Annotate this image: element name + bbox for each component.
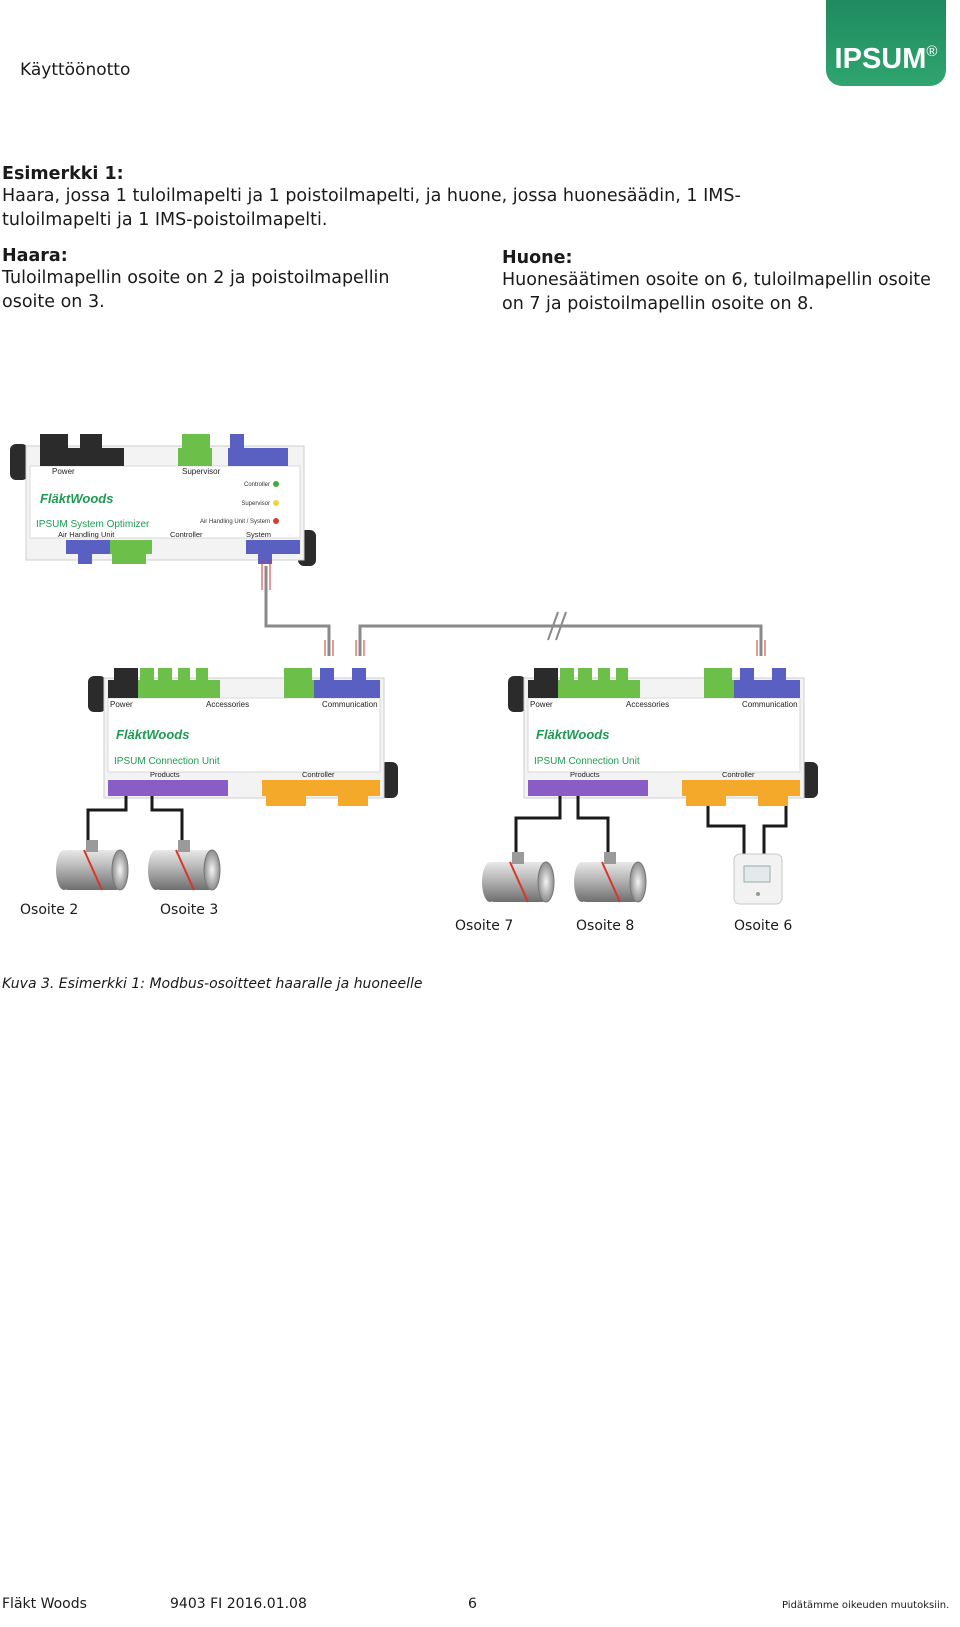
- led-label-controller: Controller: [244, 482, 270, 488]
- footer-doc-number: 9403 FI 2016.01.08: [170, 1596, 307, 1612]
- unit-right-label-power: Power: [530, 700, 553, 709]
- ipsum-logo: IPSUM®: [826, 0, 946, 86]
- figure-caption: Kuva 3. Esimerkki 1: Modbus-osoitteet ha…: [2, 976, 423, 992]
- led-label-ahu-system: Air Handling Unit / System: [200, 519, 270, 525]
- branch-text: Tuloilmapellin osoite on 2 ja poistoilma…: [2, 268, 390, 312]
- example-intro: Esimerkki 1: Haara, jossa 1 tuloilmapelt…: [2, 164, 842, 232]
- system-optimizer: Power Supervisor FläktWoods IPSUM System…: [10, 434, 316, 566]
- damper-8-icon: [574, 852, 647, 903]
- registered-mark: ®: [926, 43, 938, 60]
- optimizer-label-supervisor: Supervisor: [182, 467, 221, 476]
- optimizer-label-ahu: Air Handling Unit: [58, 530, 115, 539]
- led-label-supervisor: Supervisor: [241, 501, 270, 507]
- address-label-8: Osoite 8: [576, 918, 635, 934]
- unit-left-label-products: Products: [150, 770, 180, 779]
- modbus-diagram: Power Supervisor FläktWoods IPSUM System…: [10, 434, 818, 905]
- damper-7-icon: [482, 852, 555, 903]
- led-supervisor: [273, 500, 279, 506]
- unit-right-label-communication: Communication: [742, 700, 798, 709]
- unit-left-label-communication: Communication: [322, 700, 378, 709]
- bus-cables: [264, 566, 763, 656]
- unit-left-label-power: Power: [110, 700, 133, 709]
- footer-page-number: 6: [468, 1596, 477, 1612]
- footer-company: Fläkt Woods: [2, 1596, 87, 1612]
- address-label-7: Osoite 7: [455, 918, 514, 934]
- optimizer-brand: FläktWoods: [40, 491, 113, 506]
- unit-left-label-controller: Controller: [302, 770, 335, 779]
- damper-2-icon: [56, 840, 129, 891]
- damper-3-icon: [148, 840, 221, 891]
- optimizer-label-controller: Controller: [170, 530, 203, 539]
- room-section: Huone: Huonesäätimen osoite on 6, tuloil…: [502, 248, 942, 316]
- optimizer-label-system: System: [246, 530, 271, 539]
- room-controller-icon: [733, 853, 783, 905]
- section-title: Käyttöönotto: [20, 60, 131, 80]
- unit-left-brand: FläktWoods: [116, 727, 189, 742]
- unit-left-label-accessories: Accessories: [206, 700, 249, 709]
- device-cables: [86, 796, 788, 856]
- led-controller: [273, 481, 279, 487]
- optimizer-name: IPSUM System Optimizer: [36, 519, 150, 530]
- example-title: Esimerkki 1:: [2, 164, 124, 184]
- unit-right-name: IPSUM Connection Unit: [534, 756, 640, 767]
- room-text: Huonesäätimen osoite on 6, tuloilmapelli…: [502, 270, 931, 314]
- optimizer-label-power: Power: [52, 467, 75, 476]
- address-label-3: Osoite 3: [160, 902, 219, 918]
- room-title: Huone:: [502, 248, 573, 268]
- unit-right-brand: FläktWoods: [536, 727, 609, 742]
- unit-left-name: IPSUM Connection Unit: [114, 756, 220, 767]
- address-label-2: Osoite 2: [20, 902, 79, 918]
- connection-unit-left: Power Accessories Communication FläktWoo…: [88, 668, 398, 806]
- connection-unit-right: Power Accessories Communication FläktWoo…: [508, 668, 818, 806]
- branch-section: Haara: Tuloilmapellin osoite on 2 ja poi…: [2, 246, 442, 314]
- footer-rights: Pidätämme oikeuden muutoksiin.: [782, 1600, 950, 1611]
- unit-right-label-accessories: Accessories: [626, 700, 669, 709]
- example-description: Haara, jossa 1 tuloilmapelti ja 1 poisto…: [2, 186, 741, 230]
- unit-right-label-controller: Controller: [722, 770, 755, 779]
- address-label-6: Osoite 6: [734, 918, 793, 934]
- led-ahu-system: [273, 518, 279, 524]
- unit-right-label-products: Products: [570, 770, 600, 779]
- branch-title: Haara:: [2, 246, 68, 266]
- logo-text: IPSUM: [834, 43, 927, 75]
